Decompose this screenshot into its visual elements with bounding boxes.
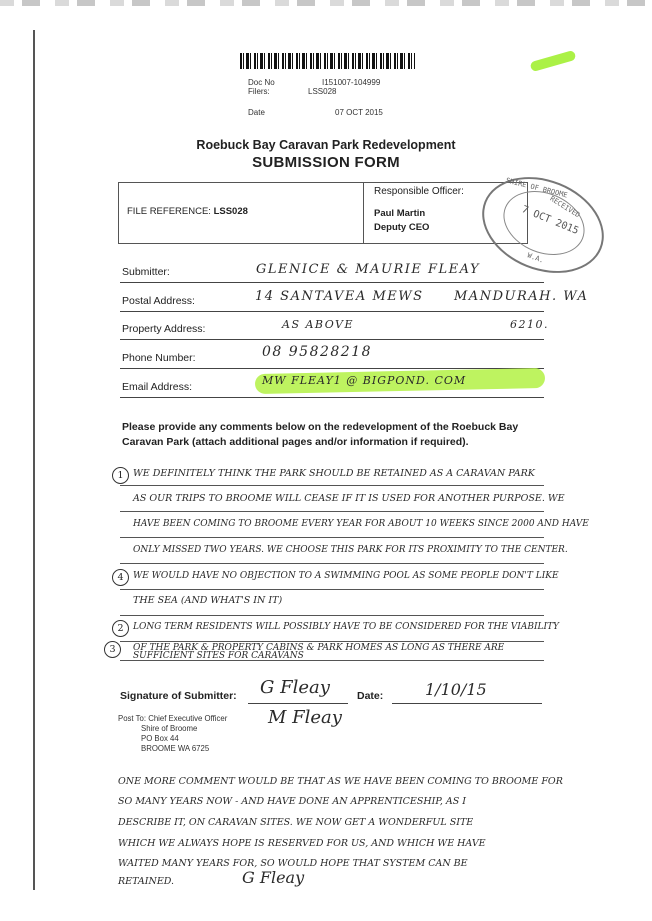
signature-date-value: 1/10/15	[425, 680, 487, 699]
post-to-line2: Shire of Broome	[141, 724, 198, 733]
submitter-label: Submitter:	[122, 266, 170, 278]
doc-no-value: I151007-104999	[322, 78, 381, 87]
comment-number: 4	[112, 569, 129, 586]
email-label: Email Address:	[122, 381, 193, 393]
phone-line	[120, 368, 544, 369]
comment-number: 3	[104, 641, 121, 658]
barcode	[240, 53, 415, 69]
signature-second: M Fleay	[268, 707, 342, 728]
comment-text: THE SEA (AND WHAT'S IN IT)	[133, 595, 283, 606]
property-address-label: Property Address:	[122, 323, 206, 335]
responsible-officer: Paul Martin Deputy CEO	[374, 207, 429, 235]
comment-line	[120, 660, 544, 661]
email-value: MW FLEAY1 @ BIGPOND. COM	[262, 374, 467, 387]
property-address-value: AS ABOVE	[282, 318, 355, 331]
form-title: Roebuck Bay Caravan Park Redevelopment	[196, 138, 456, 152]
officer-title: Deputy CEO	[374, 222, 430, 233]
filers-label: Filers:	[248, 87, 270, 96]
comment-line	[120, 537, 544, 538]
comment-line	[120, 615, 544, 616]
highlighter-mark	[529, 49, 577, 73]
footnote-line: RETAINED.	[118, 876, 175, 887]
property-address-line	[120, 339, 544, 340]
email-line	[120, 397, 544, 398]
post-to-line4: BROOME WA 6725	[141, 744, 210, 753]
comment-text: WE WOULD HAVE NO OBJECTION TO A SWIMMING…	[133, 571, 559, 581]
doc-no-label: Doc No	[248, 78, 275, 87]
footnote-line: ONE MORE COMMENT WOULD BE THAT AS WE HAV…	[118, 776, 563, 787]
signature-submitter: G Fleay	[260, 677, 330, 698]
officer-name: Paul Martin	[374, 208, 426, 219]
comment-line	[120, 485, 544, 486]
signature-date-label: Date:	[357, 690, 384, 702]
comment-text: OF THE PARK & PROPERTY CABINS & PARK HOM…	[133, 643, 505, 653]
phone-value: 08 95828218	[262, 344, 373, 360]
signature-label: Signature of Submitter:	[120, 690, 237, 702]
post-to-line1: Post To: Chief Executive Officer	[118, 714, 228, 723]
comment-text: WE DEFINITELY THINK THE PARK SHOULD BE R…	[133, 468, 535, 479]
postal-address-label: Postal Address:	[122, 295, 195, 307]
responsible-officer-label: Responsible Officer:	[374, 186, 464, 197]
date-value: 07 OCT 2015	[335, 108, 383, 117]
comment-line	[120, 641, 544, 642]
footnote-line: DESCRIBE IT, ON CARAVAN SITES. WE NOW GE…	[118, 817, 474, 828]
date-label: Date	[248, 108, 265, 117]
filers-value: LSS028	[308, 87, 337, 96]
comment-number: 2	[112, 620, 129, 637]
property-address-value-2: 6210.	[510, 318, 549, 331]
signature-line	[248, 703, 348, 704]
instructions: Please provide any comments below on the…	[122, 421, 519, 448]
footnote-line: WHICH WE ALWAYS HOPE IS RESERVED FOR US,…	[118, 838, 486, 849]
comment-text: AS OUR TRIPS TO BROOME WILL CEASE IF IT …	[133, 493, 565, 504]
file-reference: FILE REFERENCE: LSS028	[127, 206, 248, 217]
file-reference-value: LSS028	[213, 206, 248, 217]
file-reference-label: FILE REFERENCE:	[127, 206, 211, 217]
comment-line	[120, 511, 544, 512]
scan-margin-line	[33, 30, 35, 890]
comment-text: HAVE BEEN COMING TO BROOME EVERY YEAR FO…	[133, 519, 589, 529]
file-reference-box	[118, 182, 528, 244]
comment-line	[120, 563, 544, 564]
postal-address-line	[120, 311, 544, 312]
box-divider	[363, 182, 364, 244]
comment-number: 1	[112, 467, 129, 484]
footnote-line: SO MANY YEARS NOW - AND HAVE DONE AN APP…	[118, 796, 467, 807]
footnote-line: WAITED MANY YEARS FOR, SO WOULD HOPE THA…	[118, 858, 468, 869]
postal-address-value-2: MANDURAH. WA	[454, 289, 589, 304]
postal-address-value: 14 SANTAVEA MEWS	[255, 289, 424, 304]
signature-date-line	[392, 703, 542, 704]
form-subtitle: SUBMISSION FORM	[252, 154, 400, 171]
submitter-line	[120, 282, 544, 283]
comment-text: ONLY MISSED TWO YEARS. WE CHOOSE THIS PA…	[133, 545, 568, 555]
footnote-signature: G Fleay	[242, 868, 305, 887]
comment-line	[120, 589, 544, 590]
comment-text: SUFFICIENT SITES FOR CARAVANS	[133, 651, 304, 661]
post-to-line3: PO Box 44	[141, 734, 179, 743]
scan-edge-artifact	[0, 0, 652, 6]
phone-label: Phone Number:	[122, 352, 196, 364]
post-to-address: Shire of Broome PO Box 44 BROOME WA 6725	[141, 724, 209, 754]
comment-text: LONG TERM RESIDENTS WILL POSSIBLY HAVE T…	[133, 622, 559, 632]
submitter-value: GLENICE & MAURIE FLEAY	[256, 262, 481, 277]
